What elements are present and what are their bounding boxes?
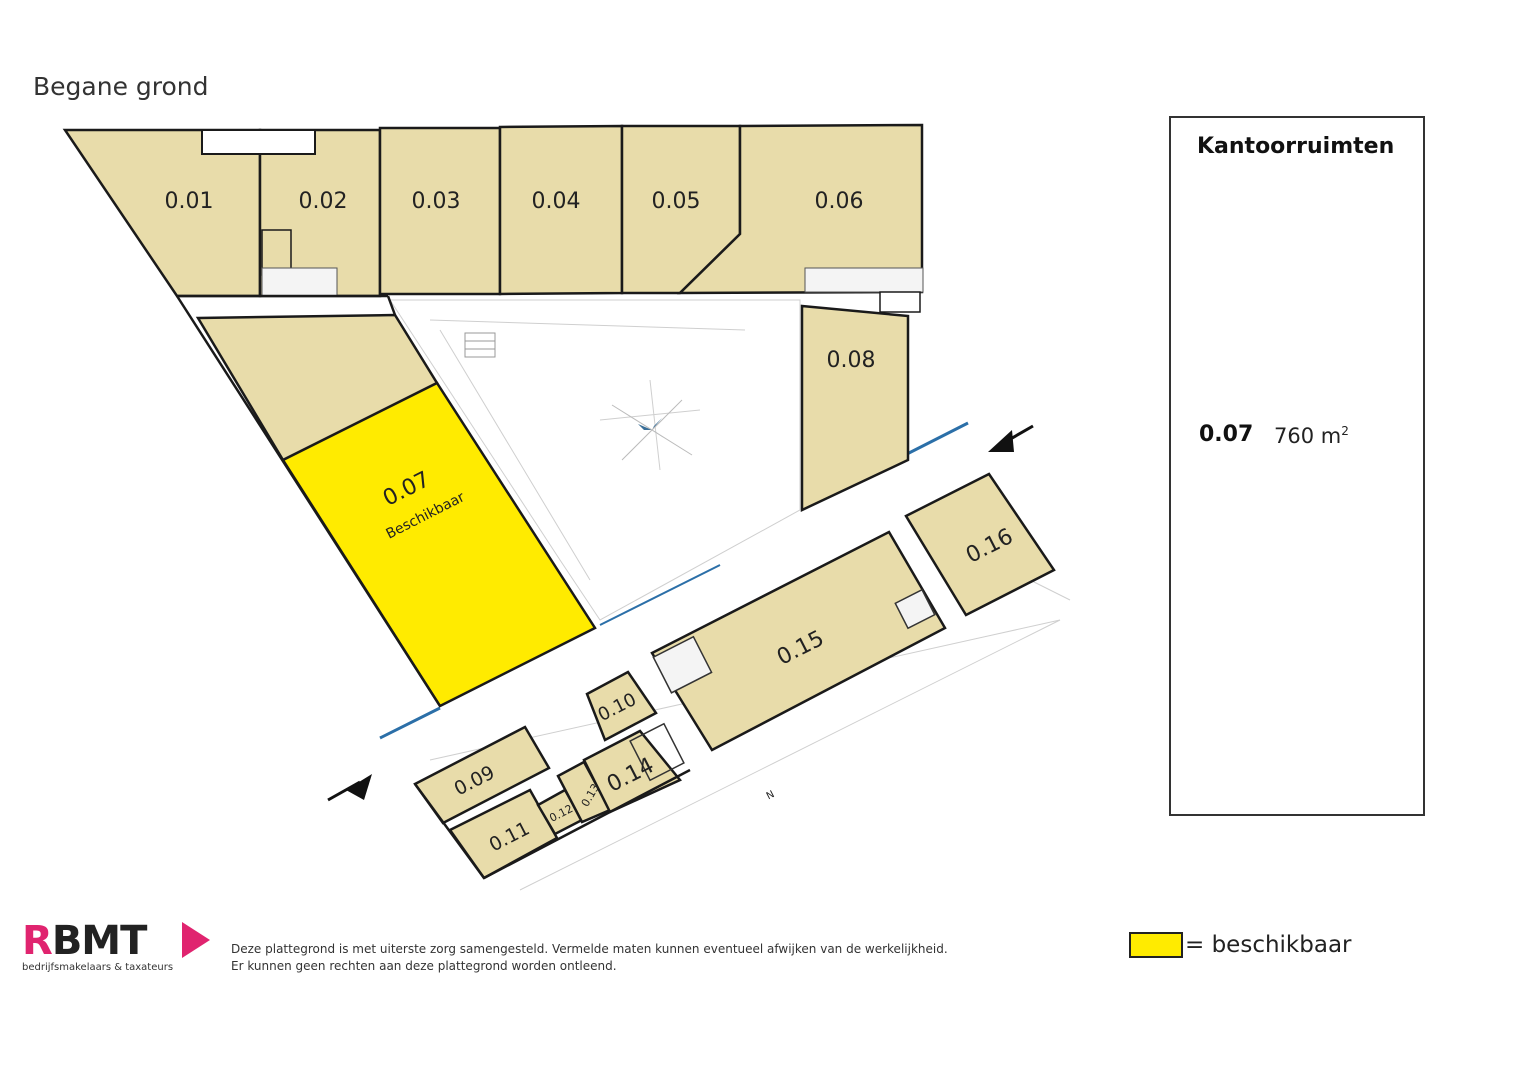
room-label-0-02: 0.02 [299, 189, 348, 214]
logo-tagline: bedrijfsmakelaars & taxateurs [22, 962, 174, 973]
room-0-06[interactable] [676, 123, 924, 295]
legend-label: = beschikbaar [1185, 932, 1352, 958]
wall-bottom-cluster [413, 783, 486, 879]
logo-letters-bmt: BMT [52, 918, 148, 964]
info-panel: Kantoorruimten 0.07 760 m2 [1169, 116, 1425, 816]
logo-wordmark: RBMT [22, 918, 148, 964]
courtyard-bench-icon [464, 332, 496, 358]
room-label-0-04: 0.04 [532, 189, 581, 214]
room-0-02-toilets [261, 267, 338, 297]
room-0-15[interactable] [650, 530, 947, 752]
courtyard-fan-icon [611, 399, 693, 461]
room-0-15-toilets [652, 635, 713, 694]
room-0-10[interactable] [585, 670, 658, 742]
info-panel-title: Kantoorruimten [1197, 134, 1395, 159]
room-0-06-entrance [879, 291, 921, 313]
room-0-08[interactable] [800, 304, 910, 512]
room-0-15-stair [894, 588, 936, 630]
rbmt-logo: RBMT [22, 918, 210, 964]
wall-left-wing-inner [386, 295, 397, 316]
room-label-0-01: 0.01 [165, 189, 214, 214]
entrance-arrow-icon-right [988, 424, 1034, 452]
wall-left-wing [175, 295, 442, 707]
room-label-0-05: 0.05 [652, 189, 701, 214]
room-label-0-03: 0.03 [412, 189, 461, 214]
floor-title: Begane grond [33, 72, 209, 101]
room-0-14[interactable] [582, 729, 682, 814]
north-label: N [765, 789, 777, 802]
info-panel-room: 0.07 [1199, 422, 1254, 447]
wall-bottom-cluster-south [483, 768, 691, 880]
disclaimer-line-2: Er kunnen geen rechten aan deze plattegr… [231, 959, 617, 973]
room-0-16[interactable] [904, 472, 1056, 617]
disclaimer-line-1: Deze plattegrond is met uiterste zorg sa… [231, 942, 948, 956]
info-panel-area-value: 760 m [1274, 424, 1342, 448]
info-panel-area-exp: 2 [1341, 424, 1349, 438]
disclaimer: Deze plattegrond is met uiterste zorg sa… [231, 941, 948, 975]
info-panel-area: 760 m2 [1274, 424, 1349, 448]
legend-swatch-available [1129, 932, 1183, 958]
entrance-arrow-icon-left [327, 774, 372, 802]
logo-letter-r: R [22, 918, 52, 964]
room-0-06-toilets [804, 267, 924, 293]
legend: = beschikbaar [1129, 932, 1352, 958]
room-0-02-stair-core [201, 129, 316, 155]
logo-arrow-icon [182, 922, 210, 958]
room-0-14-stair [629, 722, 685, 782]
room-label-0-06: 0.06 [815, 189, 864, 214]
room-label-0-08: 0.08 [827, 348, 876, 373]
